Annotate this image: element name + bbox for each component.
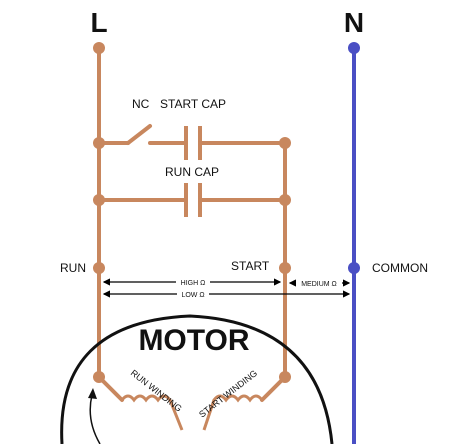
line-terminal-label: L [90, 7, 107, 38]
start-winding-lead [260, 375, 287, 402]
rotation-arrowhead [88, 388, 97, 399]
start-cap-label: START CAP [160, 97, 226, 111]
low-ohm-label-bg [177, 290, 209, 299]
run-cap-label: RUN CAP [165, 165, 219, 179]
nc-label: NC [132, 97, 150, 111]
common-label: COMMON [372, 261, 428, 275]
neutral-terminal-label: N [344, 7, 364, 38]
medium-ohm-label-bg [296, 279, 342, 288]
high-ohm-label-bg [176, 278, 210, 287]
start-branch-node-left [93, 137, 105, 149]
start-node [279, 262, 291, 274]
neutral-terminal-dot [348, 42, 360, 54]
common-node [348, 262, 360, 274]
run-branch-node-left [93, 194, 105, 206]
motor-label: MOTOR [138, 324, 249, 357]
run-winding-lead [97, 375, 124, 402]
run-node [93, 262, 105, 274]
run-branch-node-right [279, 194, 291, 206]
run-winding-coil [120, 394, 184, 431]
high-ohm-label: HIGH Ω [181, 280, 206, 287]
start-winding-coil [202, 394, 264, 431]
start-branch-node-right [279, 137, 291, 149]
low-ohm-label: LOW Ω [181, 292, 204, 299]
run-winding-label: RUN WINDING [129, 368, 184, 414]
run-label: RUN [60, 261, 86, 275]
nc-switch-blade [126, 124, 152, 145]
motor-housing [60, 314, 334, 444]
rotation-arrow [89, 394, 101, 444]
medium-ohm-label: MEDIUM Ω [301, 281, 337, 288]
start-winding-label: START WINDING [197, 368, 259, 420]
line-terminal-dot [93, 42, 105, 54]
start-label: START [231, 259, 270, 273]
